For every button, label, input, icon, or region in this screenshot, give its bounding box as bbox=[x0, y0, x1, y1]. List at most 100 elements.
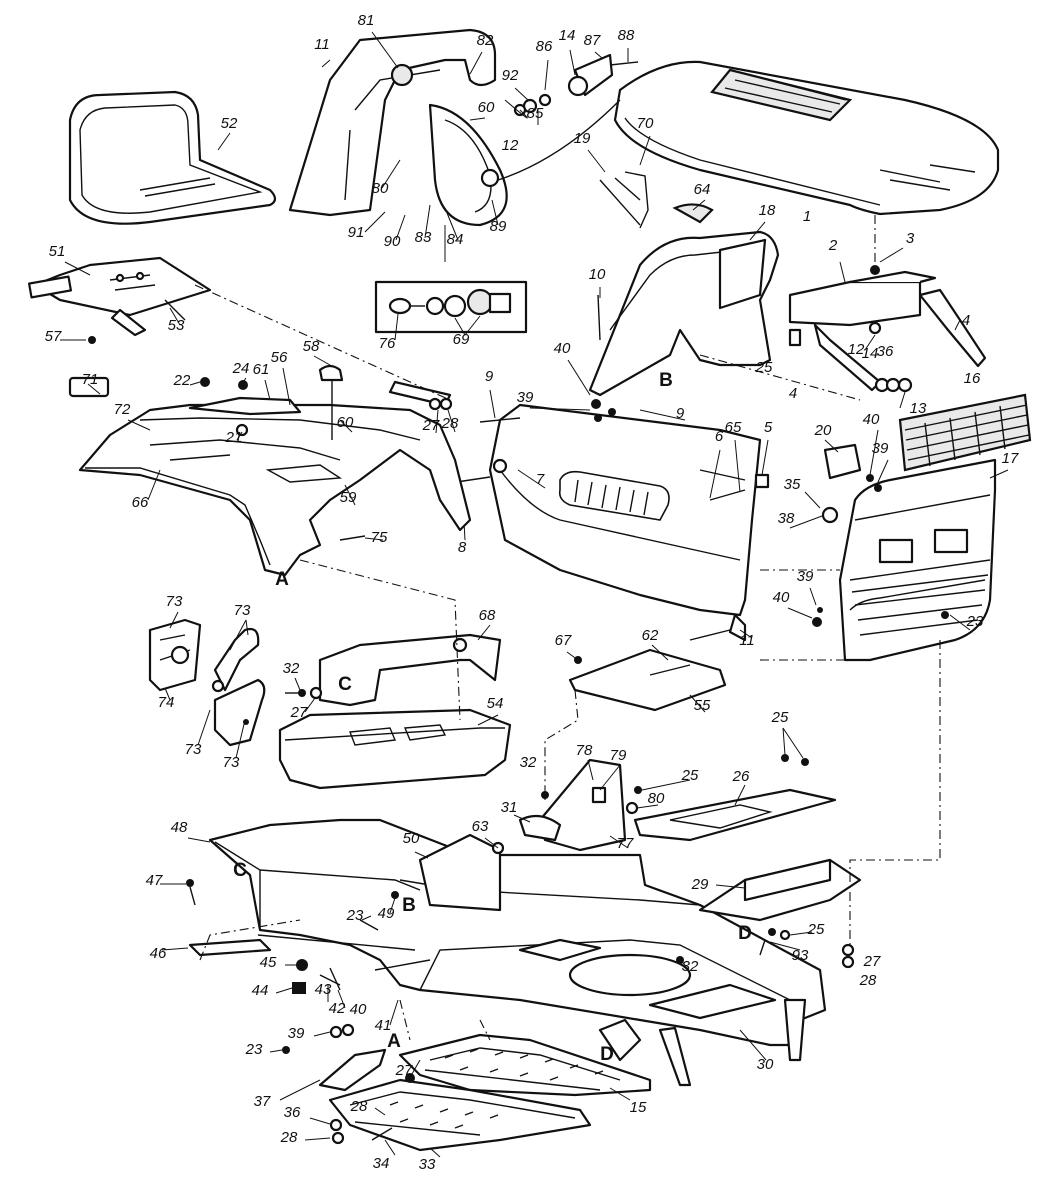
hood-support-part bbox=[788, 215, 987, 409]
callout-40: 40 bbox=[554, 340, 571, 357]
callout-80: 80 bbox=[372, 180, 389, 197]
callout-14: 14 bbox=[559, 27, 576, 44]
callout-4: 4 bbox=[962, 312, 970, 329]
callout-39: 39 bbox=[288, 1025, 305, 1042]
callout-76: 76 bbox=[379, 335, 396, 352]
callout-25: 25 bbox=[771, 709, 789, 726]
callout-12: 12 bbox=[848, 341, 865, 358]
callout-58: 58 bbox=[303, 338, 320, 355]
callout-77: 77 bbox=[617, 835, 634, 852]
callout-39: 39 bbox=[517, 389, 534, 406]
dash-tower-part bbox=[288, 28, 508, 262]
callout-26: 26 bbox=[732, 768, 750, 785]
callout-55: 55 bbox=[694, 697, 711, 714]
callout-69: 69 bbox=[453, 331, 470, 348]
callout-34: 34 bbox=[373, 1155, 390, 1172]
dash-panel-part bbox=[587, 135, 780, 397]
reference-letter-A: A bbox=[387, 1031, 401, 1052]
callout-73: 73 bbox=[185, 741, 202, 758]
callout-86: 86 bbox=[536, 38, 553, 55]
callout-92: 92 bbox=[502, 67, 519, 84]
callout-61: 61 bbox=[253, 361, 270, 378]
rear-plate-part bbox=[698, 858, 862, 969]
callout-87: 87 bbox=[584, 32, 601, 49]
reference-letter-B: B bbox=[402, 895, 416, 916]
callout-36: 36 bbox=[284, 1104, 301, 1121]
key-switch-inset bbox=[374, 280, 528, 341]
reference-letter-D: D bbox=[600, 1044, 614, 1065]
callout-4: 4 bbox=[789, 385, 797, 402]
callout-27: 27 bbox=[290, 704, 308, 721]
callout-22: 22 bbox=[173, 372, 191, 389]
callout-38: 38 bbox=[778, 510, 795, 527]
callout-25: 25 bbox=[755, 359, 773, 376]
reference-letter-B: B bbox=[659, 370, 673, 391]
tank-bracket-part bbox=[285, 624, 502, 713]
callout-53: 53 bbox=[168, 317, 185, 334]
bracket-hardware-group bbox=[497, 48, 639, 181]
callout-62: 62 bbox=[642, 627, 659, 644]
callout-11: 11 bbox=[314, 36, 330, 53]
callout-60: 60 bbox=[337, 414, 354, 431]
callout-74: 74 bbox=[158, 694, 175, 711]
seat-bracket-part bbox=[27, 256, 212, 344]
callout-1: 1 bbox=[803, 208, 811, 225]
callout-50: 50 bbox=[403, 830, 420, 847]
callout-65: 65 bbox=[725, 419, 742, 436]
reference-letter-C: C bbox=[338, 674, 352, 695]
assembly-center-lines bbox=[194, 284, 941, 1041]
callout-42: 42 bbox=[329, 1000, 346, 1017]
callout-29: 29 bbox=[691, 876, 709, 893]
callout-70: 70 bbox=[637, 115, 654, 132]
callout-72: 72 bbox=[114, 401, 131, 418]
callout-32: 32 bbox=[520, 754, 537, 771]
reference-letter-D: D bbox=[738, 923, 752, 944]
front-nose-part bbox=[787, 429, 1009, 662]
callout-39: 39 bbox=[872, 440, 889, 457]
callout-93: 93 bbox=[792, 947, 809, 964]
callout-56: 56 bbox=[271, 349, 288, 366]
callout-51: 51 bbox=[49, 243, 66, 260]
callout-85: 85 bbox=[527, 105, 544, 122]
callout-9: 9 bbox=[676, 405, 685, 422]
hood-part bbox=[613, 60, 1000, 216]
floor-plate-part bbox=[633, 727, 837, 842]
callout-23: 23 bbox=[346, 907, 364, 924]
callout-71: 71 bbox=[82, 371, 99, 388]
callout-80: 80 bbox=[648, 790, 665, 807]
callout-9: 9 bbox=[485, 368, 494, 385]
reference-letter-A: A bbox=[275, 569, 289, 590]
callout-28: 28 bbox=[859, 972, 877, 989]
callout-10: 10 bbox=[589, 266, 606, 283]
callout-28: 28 bbox=[441, 415, 459, 432]
callout-81: 81 bbox=[358, 12, 375, 29]
callout-25: 25 bbox=[807, 921, 825, 938]
callout-32: 32 bbox=[283, 660, 300, 677]
callout-64: 64 bbox=[694, 181, 711, 198]
callout-75: 75 bbox=[371, 529, 388, 546]
callout-32: 32 bbox=[682, 958, 699, 975]
callout-15: 15 bbox=[630, 1099, 647, 1116]
main-frame-part bbox=[187, 818, 827, 1087]
foot-plate-part bbox=[269, 1023, 592, 1158]
callout-46: 46 bbox=[150, 945, 167, 962]
side-panel-part bbox=[449, 359, 770, 642]
callout-48: 48 bbox=[171, 819, 188, 836]
callout-82: 82 bbox=[477, 32, 494, 49]
callout-19: 19 bbox=[574, 130, 591, 147]
callout-89: 89 bbox=[490, 218, 507, 235]
callout-24: 24 bbox=[232, 360, 250, 377]
callout-33: 33 bbox=[419, 1156, 436, 1173]
callout-91: 91 bbox=[348, 224, 365, 241]
grille-part bbox=[898, 393, 1032, 472]
callout-11: 11 bbox=[739, 632, 755, 649]
callout-67: 67 bbox=[555, 632, 572, 649]
callout-7: 7 bbox=[536, 471, 545, 488]
callout-27: 27 bbox=[395, 1062, 413, 1079]
callout-73: 73 bbox=[234, 602, 251, 619]
callout-28: 28 bbox=[280, 1129, 298, 1146]
callout-44: 44 bbox=[252, 982, 269, 999]
callout-54: 54 bbox=[487, 695, 504, 712]
